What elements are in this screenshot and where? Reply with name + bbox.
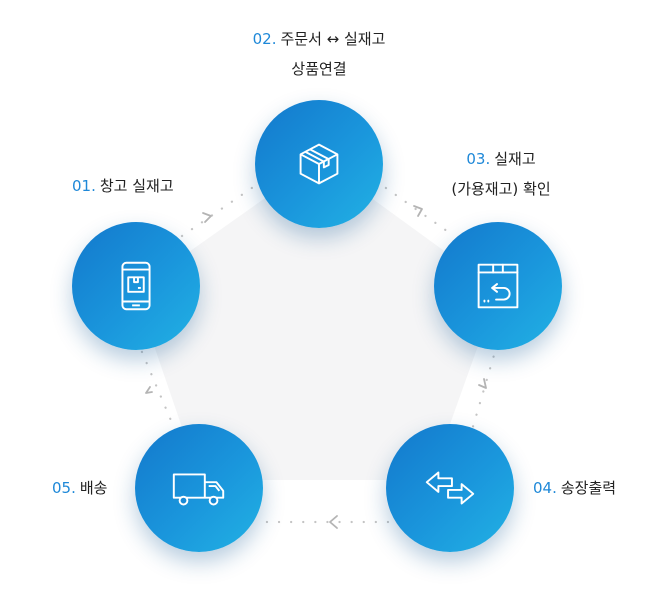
step-05-label: 05.배송 [52,473,107,503]
mobile-box-icon [121,261,151,311]
step-02-circle [255,100,383,228]
package-box-icon [299,143,339,185]
connector-01-02 [180,179,264,238]
step-01-label: 01.창고 실재고 [72,171,174,201]
step-05-number: 05. [52,479,76,497]
arrow-04-05 [329,515,338,529]
step-03-title: 실재고 [494,150,536,168]
arrow-05-01 [145,386,153,394]
step-04-circle [386,424,514,552]
step-03-subtitle: (가용재고) 확인 [451,180,551,198]
delivery-truck-icon [172,473,225,506]
step-05-title: 배송 [79,479,108,497]
step-02-label: 02.주문서 ↔ 실재고 상품연결 [205,24,433,84]
step-01-title: 창고 실재고 [99,177,174,195]
step-01-number: 01. [72,177,96,195]
step-03-circle [434,222,562,350]
step-02-title: 주문서 ↔ 실재고 [280,30,386,48]
exchange-arrows-icon [425,471,475,505]
step-03-number: 03. [466,150,491,168]
step-01-circle [72,222,200,350]
step-05-circle [135,424,263,552]
step-02-subtitle: 상품연결 [291,60,347,78]
step-04-title: 송장출력 [560,479,617,497]
arrow-01-02 [202,212,212,223]
step-02-number: 02. [252,30,277,48]
arrow-02-03 [413,205,423,217]
step-04-label: 04.송장출력 [533,473,616,503]
arrow-03-04 [478,378,487,389]
box-return-icon [477,263,519,309]
step-04-number: 04. [533,479,557,497]
step-03-label: 03.실재고 (가용재고) 확인 [406,144,596,204]
connector-02-03 [374,179,456,238]
